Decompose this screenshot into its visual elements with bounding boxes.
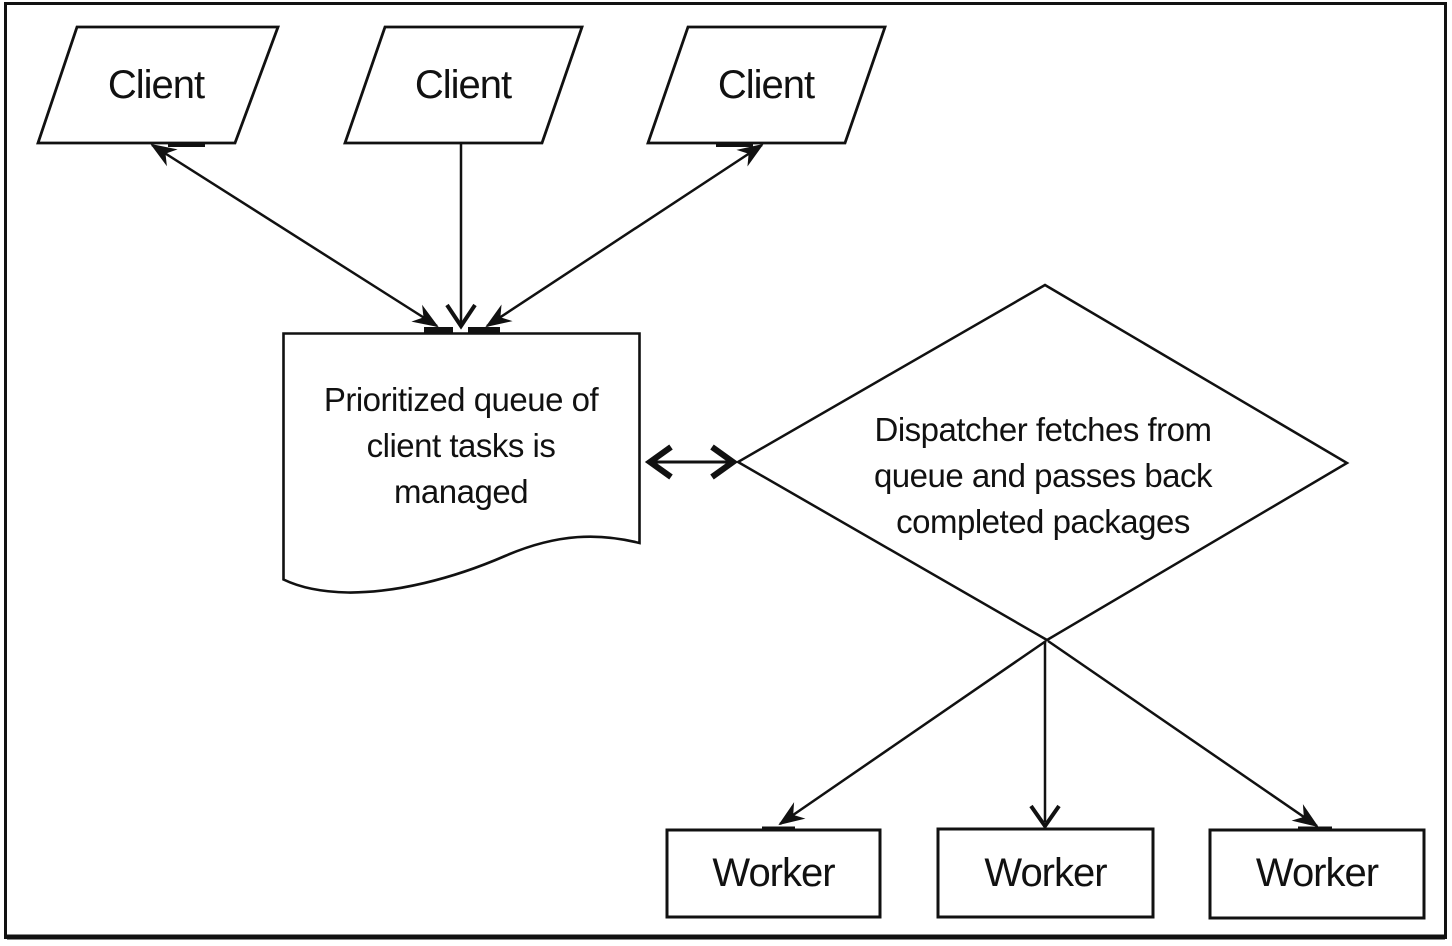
client-2-label: Client (414, 63, 512, 107)
worker-3-label: Worker (1255, 851, 1379, 895)
dispatcher-diamond (735, 283, 1350, 642)
queue-document-shape (282, 332, 641, 594)
edge-dispatcher-worker2-arrowhead (1029, 804, 1061, 830)
worker-1-label: Worker (712, 851, 835, 895)
worker-2-box (936, 827, 1155, 919)
worker-2-label: Worker (984, 851, 1107, 895)
edge-queue-dispatcher-arrowhead-right (710, 444, 739, 480)
worker-3-box (1208, 828, 1426, 920)
queue-label: Prioritized queue of client tasks is man… (281, 377, 641, 515)
dispatcher-label-line2: queue and passes back (873, 457, 1213, 494)
worker-1-box (665, 828, 882, 919)
client-1-parallelogram (36, 25, 281, 145)
edge-dispatcher-worker1 (778, 639, 1047, 826)
client-1-label: Client (107, 63, 205, 107)
dispatcher-label-line1: Dispatcher fetches from (874, 411, 1212, 448)
dispatcher-label: Dispatcher fetches from queue and passes… (853, 407, 1233, 545)
edge-client3-queue (485, 143, 764, 328)
edge-dispatcher-worker3 (1047, 639, 1319, 828)
queue-label-line3: managed (393, 473, 529, 510)
client-2-parallelogram (343, 25, 584, 145)
client-3-label: Client (717, 63, 815, 107)
edge-client2-queue-arrowhead (445, 303, 477, 330)
dispatcher-label-line3: completed packages (896, 503, 1190, 540)
client-3-parallelogram (646, 25, 887, 145)
queue-label-line2: client tasks is (366, 427, 556, 464)
edge-queue-dispatcher-arrowhead-left (644, 444, 673, 480)
queue-label-line1: Prioritized queue of (323, 381, 599, 418)
edge-client1-queue (150, 143, 439, 328)
